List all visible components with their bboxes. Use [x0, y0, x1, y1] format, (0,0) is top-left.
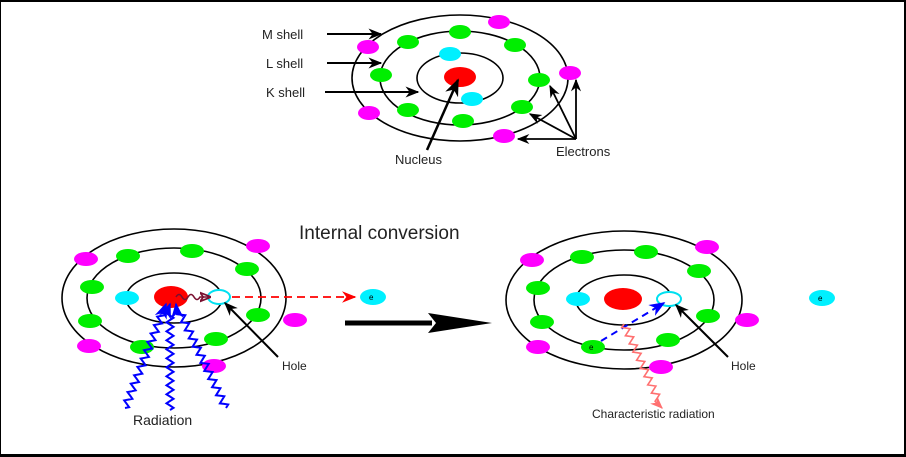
l-electron	[235, 262, 259, 276]
top-atom: M shell L shell K shell Nucleus Electron…	[262, 14, 611, 167]
m-electron	[695, 240, 719, 254]
diagram-title: Internal conversion	[299, 223, 460, 244]
electrons-pointer	[528, 113, 577, 140]
nucleus	[604, 288, 642, 310]
m-electron	[246, 239, 270, 253]
m-electron	[649, 360, 673, 374]
conversion-wave	[175, 295, 210, 300]
l-electron	[449, 25, 471, 39]
k-electron	[461, 92, 483, 106]
left-atom-before: e Radiation Hole	[61, 228, 386, 428]
nucleus	[444, 67, 476, 87]
l-shell-orbit	[86, 247, 262, 349]
l-electron	[530, 315, 554, 329]
l-electron	[528, 73, 550, 87]
ejected-electron-symbol: e	[818, 294, 823, 303]
l-electron	[452, 114, 474, 128]
ejected-electron-symbol: e	[369, 293, 374, 302]
hole-pointer	[224, 302, 279, 358]
l-electron	[116, 249, 140, 263]
m-electron	[520, 253, 544, 267]
k-electron	[439, 47, 461, 61]
l-electron	[78, 314, 102, 328]
gamma-radiation-wave	[122, 302, 168, 409]
l-electron	[246, 308, 270, 322]
l-electron	[370, 68, 392, 82]
m-electron	[526, 340, 550, 354]
hole-label: Hole	[282, 359, 307, 373]
l-electron	[634, 245, 658, 259]
m-electron	[488, 15, 510, 29]
transition-electron	[581, 340, 605, 354]
hole	[207, 289, 231, 305]
characteristic-radiation-wave	[620, 323, 663, 409]
hole	[656, 291, 682, 307]
transition-arrow	[345, 313, 492, 333]
l-electron	[504, 38, 526, 52]
l-electron	[397, 103, 419, 117]
m-electron	[77, 339, 101, 353]
l-electron	[511, 100, 533, 114]
l-shell-label: L shell	[266, 56, 303, 71]
electron-transition-path	[600, 302, 666, 342]
l-electron	[696, 309, 720, 323]
nucleus-pointer	[425, 78, 460, 151]
l-electron	[180, 244, 204, 258]
k-electron	[115, 291, 139, 305]
gamma-radiation-wave	[171, 302, 230, 409]
m-electron	[493, 129, 515, 143]
gamma-radiation-wave	[158, 302, 176, 411]
m-electron	[74, 252, 98, 266]
m-electron	[735, 313, 759, 327]
l-electron	[397, 35, 419, 49]
l-electron	[687, 264, 711, 278]
m-electron	[358, 106, 380, 120]
m-shell-orbit	[505, 230, 743, 370]
k-shell-label: K shell	[266, 85, 305, 100]
l-electron	[526, 281, 550, 295]
m-electron	[283, 313, 307, 327]
characteristic-radiation-label: Characteristic radiation	[592, 407, 715, 421]
right-atom-after: e Characteristic radiation Hole e	[505, 230, 835, 421]
electrons-pointer	[549, 84, 577, 140]
m-shell-orbit	[61, 228, 287, 368]
m-shell-label: M shell	[262, 27, 303, 42]
nucleus-label: Nucleus	[395, 152, 442, 167]
hole-label: Hole	[731, 359, 756, 373]
l-electron	[80, 280, 104, 294]
k-electron	[566, 292, 590, 306]
ejected-electron	[360, 289, 386, 305]
ejected-electron	[809, 290, 835, 306]
m-electron	[357, 40, 379, 54]
radiation-label: Radiation	[133, 412, 192, 428]
m-electron	[559, 66, 581, 80]
electrons-label: Electrons	[556, 144, 611, 159]
transition-electron-symbol: e	[589, 343, 594, 352]
l-electron	[656, 333, 680, 347]
l-electron	[570, 250, 594, 264]
hole-pointer	[675, 304, 729, 358]
l-shell-orbit	[533, 249, 715, 351]
l-electron	[204, 332, 228, 346]
m-electron	[202, 359, 226, 373]
